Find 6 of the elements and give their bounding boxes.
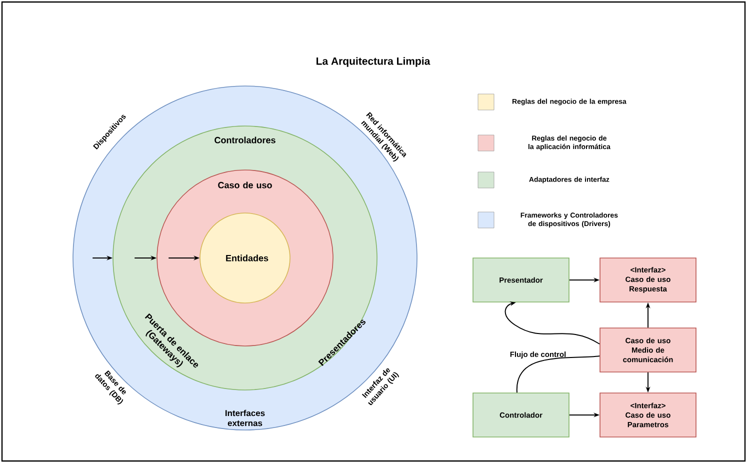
ring-label: Controladores: [214, 136, 276, 144]
ring-label: Entidades: [226, 254, 268, 262]
ring-label: Interfaces externas: [226, 410, 265, 426]
title: La Arquitectura Limpia: [316, 57, 430, 67]
curved-arrow: [504, 302, 600, 344]
ring-label: Caso de uso: [218, 182, 272, 188]
